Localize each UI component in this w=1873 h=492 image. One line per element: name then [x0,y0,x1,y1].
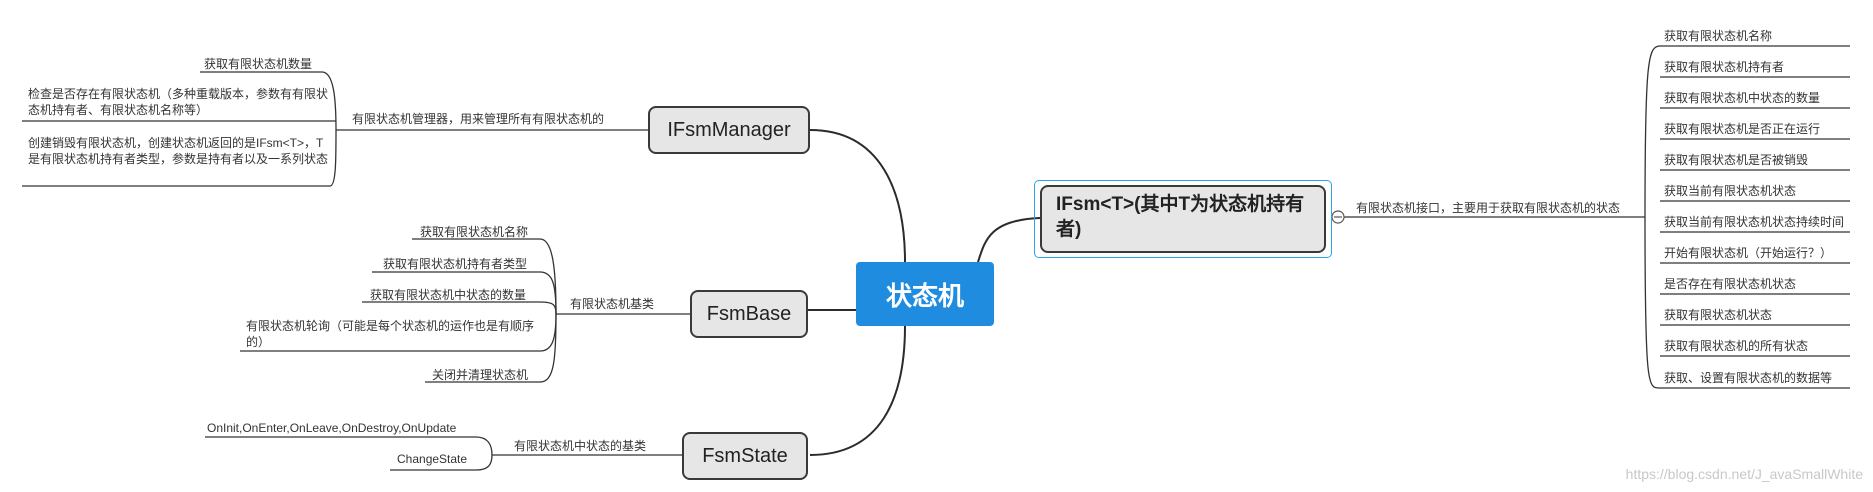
ifsm-item: 获取有限状态机名称 [1664,29,1773,43]
ifsm-item: 获取当前有限状态机状态 [1664,184,1797,198]
fsm-base-item: 获取有限状态机持有者类型 [383,257,528,271]
fsm-state-item: OnInit,OnEnter,OnLeave,OnDestroy,OnUpdat… [207,421,457,435]
ifsm-item: 获取有限状态机是否正在运行 [1664,122,1821,136]
ifsm-manager-item: 获取有限状态机数量 [204,57,313,71]
ifsm-item: 开始有限状态机（开始运行？） [1664,246,1833,260]
fsm-base-item: 关闭并清理状态机 [432,368,529,382]
ifsm-manager-item: 检查是否存在有限状态机（多种重载版本，参数有有限状态机持有者、有限状态机名称等） [28,87,329,118]
ifsm-selection-outline [1034,180,1332,258]
watermark: https://blog.csdn.net/J_avaSmallWhite [1625,466,1863,482]
fsm-state-branch-label: 有限状态机中状态的基类 [514,439,647,453]
fsm-state-item: ChangeState [397,452,468,466]
ifsm-manager-branch-label: 有限状态机管理器，用来管理所有有限状态机的 [352,112,605,126]
ifsm-item: 获取有限状态机持有者 [1664,60,1785,74]
ifsm-item: 获取、设置有限状态机的数据等 [1664,371,1833,385]
ifsm-manager-item: 创建销毁有限状态机，创建状态机返回的是IFsm<T>，T是有限状态机持有者类型，… [28,136,329,167]
fsm-base-item: 获取有限状态机名称 [420,225,529,239]
fsm-state-node[interactable]: FsmState [682,432,808,480]
ifsm-manager-node[interactable]: IFsmManager [648,106,810,154]
ifsm-node[interactable]: IFsm<T>(其中T为状态机持有者) [1040,185,1326,253]
fsm-base-item: 获取有限状态机中状态的数量 [370,288,527,302]
ifsm-item: 获取有限状态机是否被销毁 [1664,153,1809,167]
ifsm-item: 获取有限状态机状态 [1664,308,1773,322]
ifsm-item: 获取有限状态机中状态的数量 [1664,91,1821,105]
fsm-base-node[interactable]: FsmBase [690,290,808,338]
ifsm-item: 获取有限状态机的所有状态 [1664,339,1809,353]
ifsm-item: 是否存在有限状态机状态 [1664,277,1797,291]
ifsm-branch-label: 有限状态机接口，主要用于获取有限状态机的状态 [1356,201,1621,215]
fsm-base-branch-label: 有限状态机基类 [570,297,655,311]
ifsm-item: 获取当前有限状态机状态持续时间 [1664,215,1845,229]
center-node[interactable]: 状态机 [856,262,994,326]
fsm-base-item: 有限状态机轮询（可能是每个状态机的运作也是有顺序的） [246,319,535,350]
